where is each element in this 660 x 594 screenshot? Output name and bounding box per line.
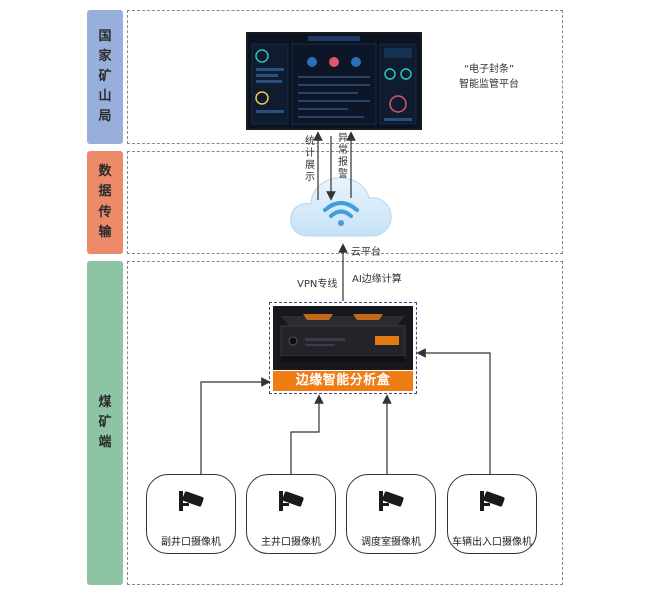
platform-title-line1: “电子封条” [463, 64, 515, 75]
edge-box-label: 边缘智能分析盒 [273, 371, 413, 391]
camera-card-auxiliary-shaft: 副井口摄像机 [146, 474, 236, 554]
camera-card-vehicle-entrance: 车辆出入口摄像机 [447, 474, 537, 554]
band-label: 煤 矿 端 [98, 394, 112, 451]
camera-icon [179, 491, 204, 511]
vpn-label: VPN专线 [297, 279, 338, 290]
monitoring-platform-screen [246, 32, 422, 130]
camera-icon [279, 491, 304, 511]
wifi-icon [323, 201, 359, 226]
ai-edge-label: AI边缘计算 [352, 274, 402, 285]
dashboard-thumbnail [248, 34, 420, 128]
edge-device-image [273, 306, 413, 370]
edge-analysis-box: 边缘智能分析盒 [269, 302, 417, 394]
cloud-icon [287, 168, 395, 242]
camera-icon [480, 491, 505, 511]
platform-title-line2: 智能监管平台 [459, 79, 519, 90]
zone-mine [127, 261, 563, 585]
zone-transmission [127, 151, 563, 254]
camera-label: 主井口摄像机 [261, 537, 321, 548]
band-national-mine-bureau: 国家矿山局 [87, 10, 123, 144]
camera-card-main-shaft: 主井口摄像机 [246, 474, 336, 554]
stats-display-label: 统计展示 [305, 136, 315, 183]
camera-icon [379, 491, 404, 511]
band-label: 国家矿山局 [98, 28, 112, 125]
zone-national [127, 10, 563, 144]
anomaly-alarm-label: 异常报警 [338, 133, 348, 180]
platform-title: “电子封条” 智能监管平台 [441, 62, 537, 92]
camera-label: 车辆出入口摄像机 [452, 537, 532, 548]
band-label: 数据传输 [98, 164, 112, 240]
camera-label: 调度室摄像机 [361, 537, 421, 548]
camera-card-dispatch-room: 调度室摄像机 [346, 474, 436, 554]
cloud-platform-label: 云平台 [351, 247, 381, 258]
band-coal-mine-side: 煤 矿 端 [87, 261, 123, 585]
camera-label: 副井口摄像机 [161, 537, 221, 548]
band-data-transmission: 数据传输 [87, 151, 123, 254]
